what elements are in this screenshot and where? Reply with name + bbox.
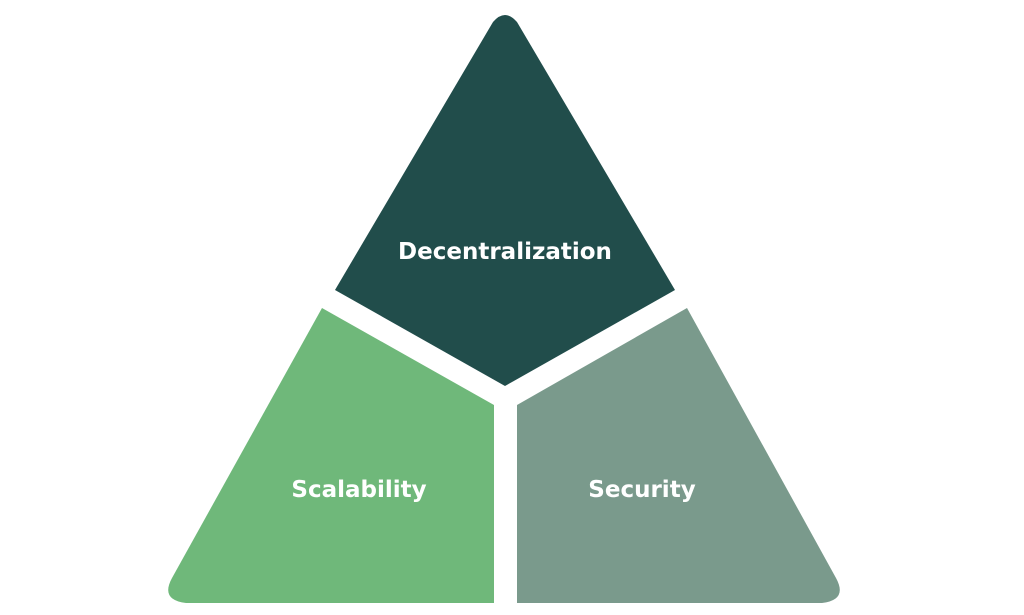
segment-decentralization-label: Decentralization (398, 239, 612, 265)
segment-decentralization-shape (335, 15, 675, 386)
segment-decentralization: Decentralization (335, 15, 675, 386)
segment-security: Security (517, 308, 840, 603)
segment-security-shape (517, 308, 840, 603)
segment-security-label: Security (588, 477, 695, 503)
segment-scalability: Scalability (168, 308, 495, 603)
segment-scalability-label: Scalability (291, 477, 426, 503)
segment-scalability-shape (168, 308, 495, 603)
